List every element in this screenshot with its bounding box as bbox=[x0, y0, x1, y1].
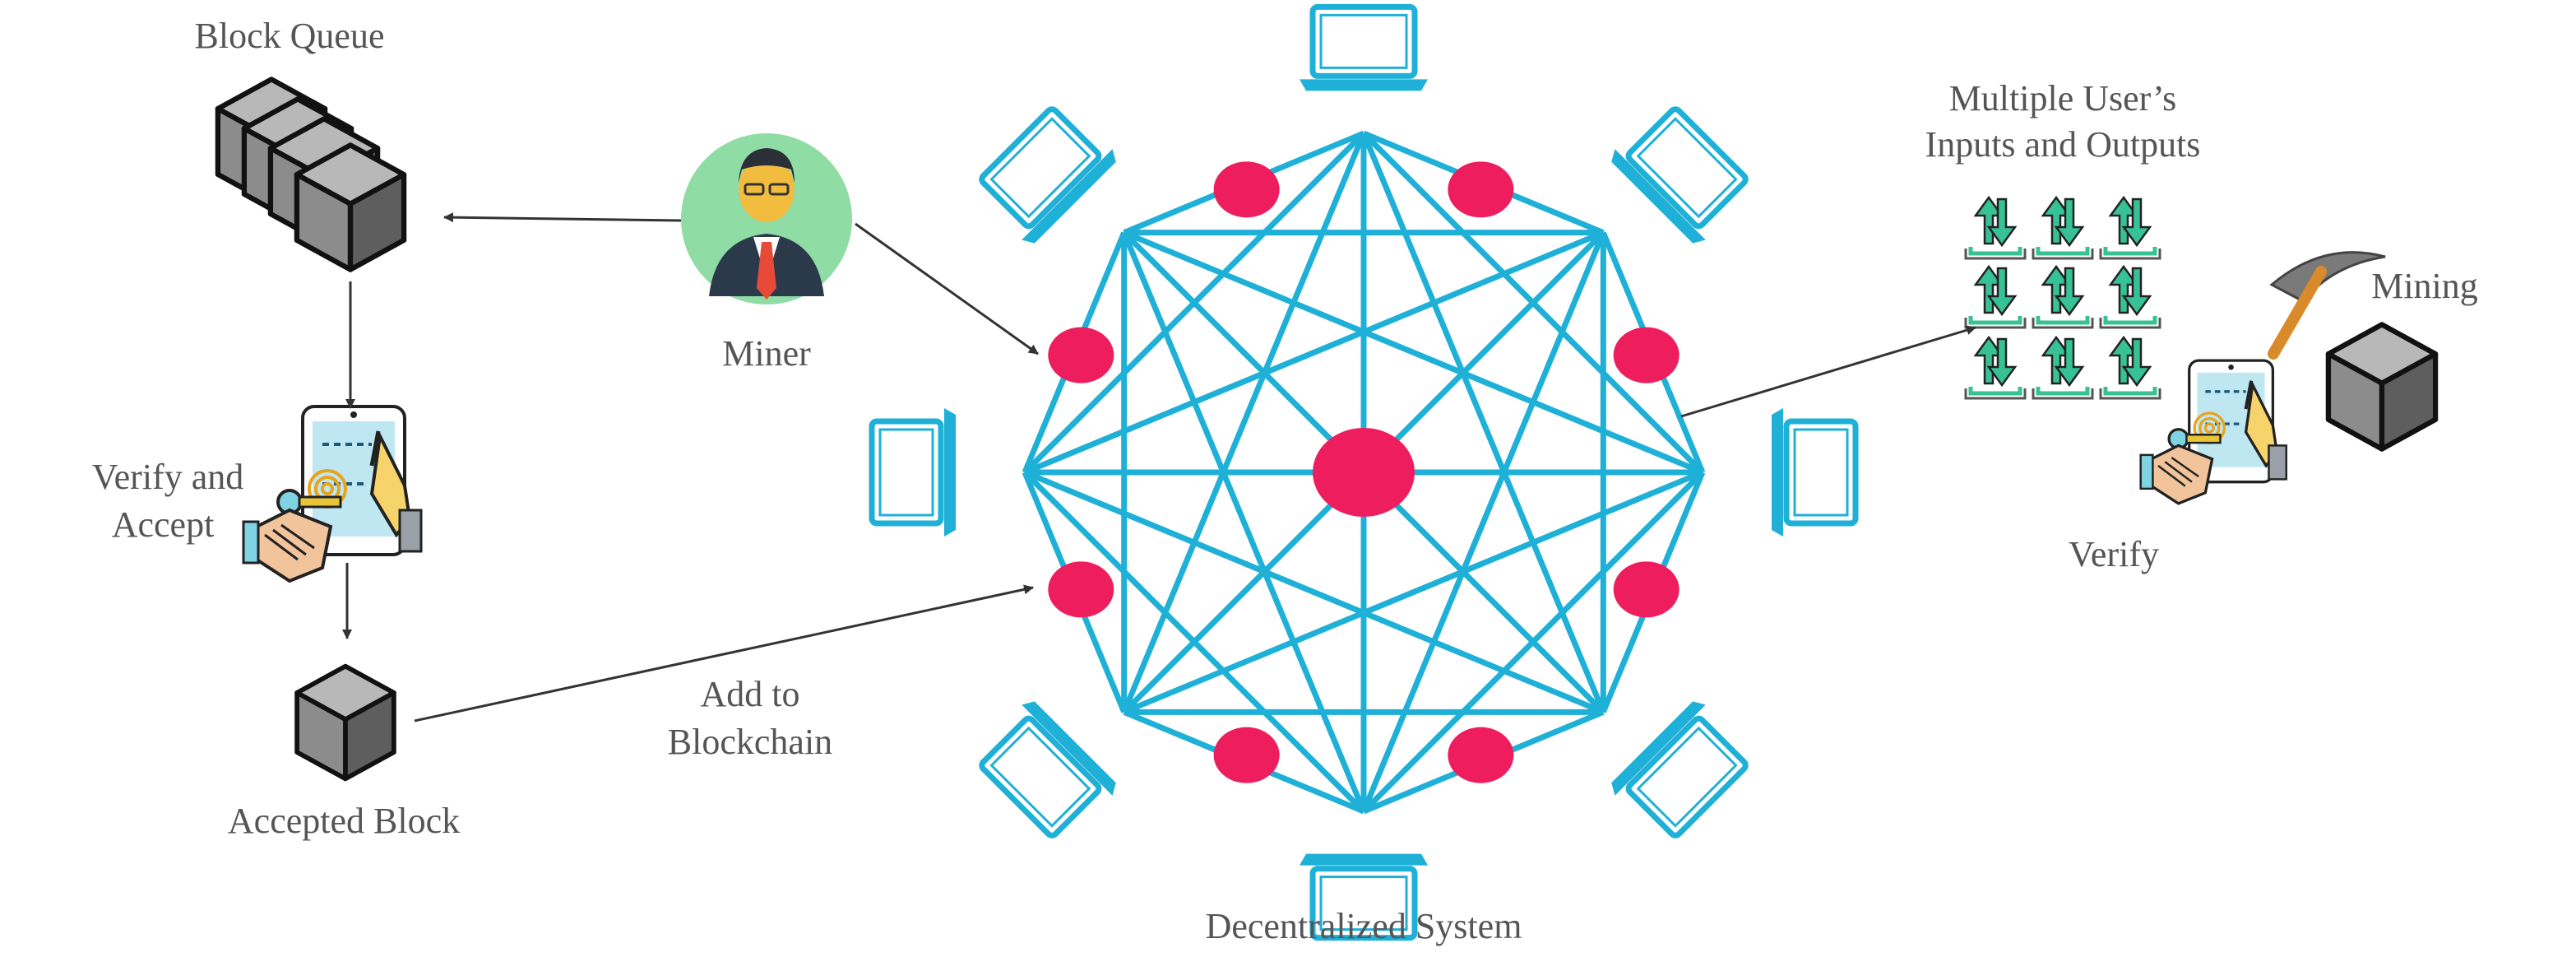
laptop-icon bbox=[1772, 408, 1856, 537]
up-down-arrows-icon bbox=[1966, 197, 2025, 258]
multiple-users-label-line1: Multiple User’s bbox=[1949, 78, 2177, 118]
up-down-arrows-icon bbox=[2101, 267, 2160, 328]
miner-to-queue-arrow bbox=[443, 212, 682, 223]
add-to-blockchain-arrow bbox=[414, 584, 1034, 722]
network-node bbox=[1448, 161, 1514, 218]
block-queue bbox=[218, 79, 404, 269]
decentralized-system-label: Decentralized System bbox=[1206, 906, 1522, 946]
cube-icon bbox=[297, 145, 404, 269]
up-down-arrows-icon bbox=[2101, 197, 2160, 258]
miner-avatar-icon bbox=[681, 133, 852, 304]
network-node bbox=[1613, 561, 1679, 618]
network-node bbox=[1048, 327, 1114, 383]
accepted-block-cube-icon bbox=[297, 667, 394, 779]
network-link bbox=[1022, 470, 1366, 814]
inputs-outputs-grid bbox=[1966, 197, 2160, 398]
add-to-blockchain-label-line2: Blockchain bbox=[668, 722, 832, 762]
verify-label: Verify bbox=[2069, 534, 2159, 574]
accepted-block-label: Accepted Block bbox=[228, 801, 460, 841]
up-down-arrows-icon bbox=[2101, 337, 2160, 398]
laptop-icon bbox=[872, 408, 956, 537]
miner-label: Miner bbox=[722, 333, 811, 374]
mining-cube-icon bbox=[2328, 324, 2435, 448]
up-down-arrows-icon bbox=[2033, 267, 2092, 328]
laptop-icon bbox=[1607, 98, 1757, 248]
network-node bbox=[1213, 161, 1280, 218]
verify-and-accept-label-line2: Accept bbox=[112, 504, 215, 545]
add-to-blockchain-label-line1: Add to bbox=[701, 674, 800, 714]
laptop-icon bbox=[971, 98, 1120, 248]
up-down-arrows-icon bbox=[1966, 337, 2025, 398]
network-to-outputs-arrow bbox=[1680, 325, 1976, 418]
network-node bbox=[1613, 327, 1679, 383]
block-queue-label: Block Queue bbox=[195, 16, 385, 56]
laptop-icon bbox=[1300, 7, 1428, 91]
multiple-users-label-line2: Inputs and Outputs bbox=[1925, 124, 2201, 165]
laptop-icon bbox=[1607, 697, 1757, 847]
pickaxe-icon bbox=[2268, 251, 2386, 360]
network-node bbox=[1048, 561, 1114, 618]
tablet-fingerprint-icon bbox=[2141, 360, 2286, 504]
network-link bbox=[1123, 230, 1704, 476]
up-down-arrows-icon bbox=[2033, 197, 2092, 258]
laptop-icon bbox=[971, 697, 1120, 847]
up-down-arrows-icon bbox=[1966, 267, 2025, 328]
tablet-fingerprint-icon bbox=[243, 407, 421, 581]
verify-and-accept-label-line1: Verify and bbox=[92, 457, 244, 497]
network-node bbox=[1448, 727, 1514, 783]
network-node bbox=[1213, 727, 1280, 783]
central-node bbox=[1313, 428, 1415, 517]
miner-to-network-arrow bbox=[855, 222, 1039, 355]
decentralized-network bbox=[872, 7, 1856, 937]
up-down-arrows-icon bbox=[2033, 337, 2092, 398]
network-link bbox=[1121, 231, 1367, 813]
mining-label: Mining bbox=[2371, 266, 2478, 306]
